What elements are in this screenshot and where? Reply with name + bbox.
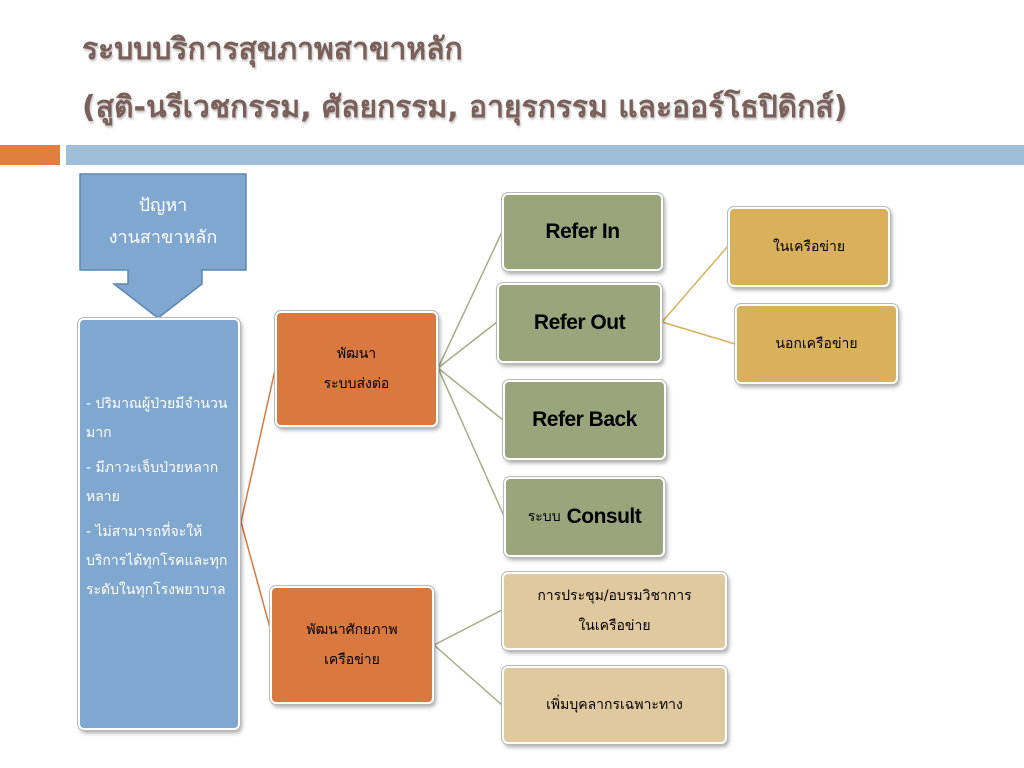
out-network-box: นอกเครือข่าย bbox=[735, 304, 898, 384]
refer-in-box: Refer In bbox=[502, 193, 663, 271]
connector-referral-to-refer-in bbox=[437, 231, 503, 369]
develop-network-line2: เครือข่าย bbox=[324, 652, 380, 668]
connector-network-to-training bbox=[433, 609, 503, 646]
develop-referral-line2: ระบบส่งต่อ bbox=[323, 376, 390, 392]
issue-item: - ไม่สามารถที่จะให้บริการได้ทุกโรคและทุก… bbox=[86, 524, 228, 598]
problem-line1: ปัญหา bbox=[138, 195, 188, 216]
refer-back-box: Refer Back bbox=[503, 380, 666, 460]
slide-title-line2: (สูติ-นรีเวชกรรม, ศัลยกรรม, อายุรกรรม แล… bbox=[82, 90, 848, 125]
issue-item: - มีภาวะเจ็บป่วยหลากหลาย bbox=[86, 460, 219, 505]
connector-referral-to-refer-back bbox=[437, 367, 504, 421]
training-line2: ในเครือข่าย bbox=[578, 618, 651, 634]
connector-referral-to-refer-out bbox=[437, 321, 498, 369]
training-line1: การประชุม/อบรมวิชาการ bbox=[537, 588, 692, 604]
connector-list-to-network bbox=[240, 521, 276, 647]
refer-out-box: Refer Out bbox=[497, 283, 662, 363]
develop-referral-box: พัฒนา ระบบส่งต่อ bbox=[275, 311, 438, 427]
connector-referral-to-consult bbox=[437, 367, 505, 517]
training-box: การประชุม/อบรมวิชาการ ในเครือข่าย bbox=[502, 572, 727, 650]
issues-list-box: - ปริมาณผู้ป่วยมีจำนวนมาก - มีภาวะเจ็บป่… bbox=[78, 318, 240, 730]
connector-refer-out-to-in-network bbox=[661, 245, 729, 323]
connector-network-to-specialist bbox=[433, 644, 503, 706]
issue-item: - ปริมาณผู้ป่วยมีจำนวนมาก bbox=[86, 396, 228, 441]
consult-prefix: ระบบ bbox=[527, 509, 561, 525]
consult-box: ระบบ Consult bbox=[504, 477, 665, 557]
develop-referral-line1: พัฒนา bbox=[336, 346, 377, 362]
connector-refer-out-to-out-network bbox=[661, 321, 736, 345]
in-network-box: ในเครือข่าย bbox=[728, 207, 890, 287]
consult-label: Consult bbox=[566, 505, 642, 528]
develop-network-line1: พัฒนาศักยภาพ bbox=[306, 622, 398, 638]
accent-bar-blue bbox=[66, 145, 1024, 165]
problem-box: ปัญหา งานสาขาหลัก bbox=[80, 174, 246, 270]
accent-bar-orange bbox=[0, 145, 60, 165]
connector-list-to-referral bbox=[240, 369, 276, 523]
slide-title-line1: ระบบบริการสุขภาพสาขาหลัก bbox=[82, 32, 463, 67]
develop-network-box: พัฒนาศักยภาพ เครือข่าย bbox=[270, 586, 434, 704]
specialist-box: เพิ่มบุคลากรเฉพาะทาง bbox=[502, 666, 727, 744]
problem-line2: งานสาขาหลัก bbox=[108, 227, 218, 248]
